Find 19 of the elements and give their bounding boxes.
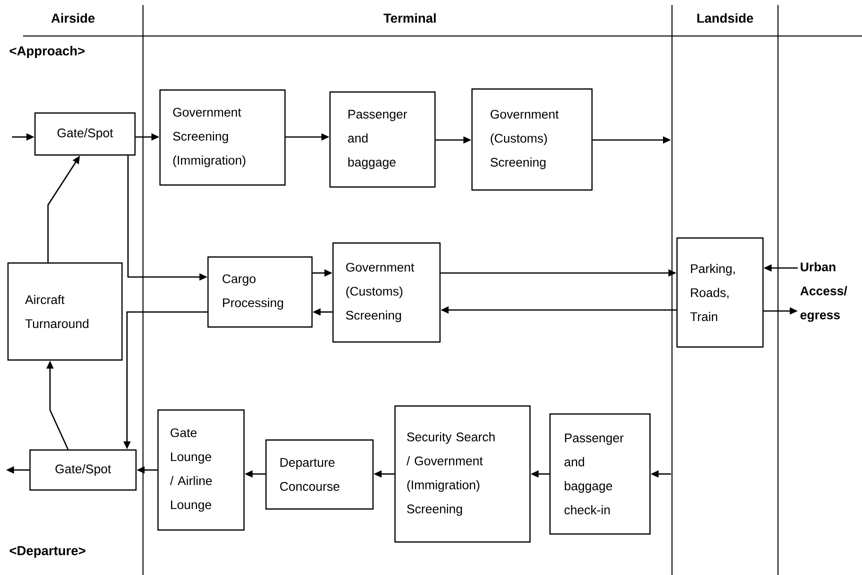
process-box: Government Screening (Immigration) <box>159 89 286 186</box>
gate-box: Gate/Spot <box>34 112 136 156</box>
process-box: Passenger and baggage <box>329 91 436 188</box>
process-box: Departure Concourse <box>265 439 374 510</box>
lane-heading: <Approach> <box>10 46 85 58</box>
lane-heading: Airside <box>51 13 95 23</box>
process-box: Government (Customs) Screening <box>471 88 593 191</box>
process-box: Aircraft Turnaround <box>7 262 123 361</box>
lane-heading: Terminal <box>384 13 436 23</box>
access-text: Urban Access/ egress <box>800 262 848 322</box>
process-box: Security Search / Government (Immigration) Screening <box>394 405 531 543</box>
process-box: Parking, Roads, Train <box>676 237 764 348</box>
gate-box: Gate/Spot <box>29 449 137 491</box>
lane-heading: <Departure> <box>10 546 86 558</box>
process-box: Passenger and baggage check-in <box>549 413 651 535</box>
process-box: Government (Customs) Screening <box>332 242 441 343</box>
process-box: Cargo Processing <box>207 256 313 328</box>
process-box: Gate Lounge / Airline Lounge <box>157 409 245 531</box>
lane-heading: Landside <box>697 13 754 23</box>
